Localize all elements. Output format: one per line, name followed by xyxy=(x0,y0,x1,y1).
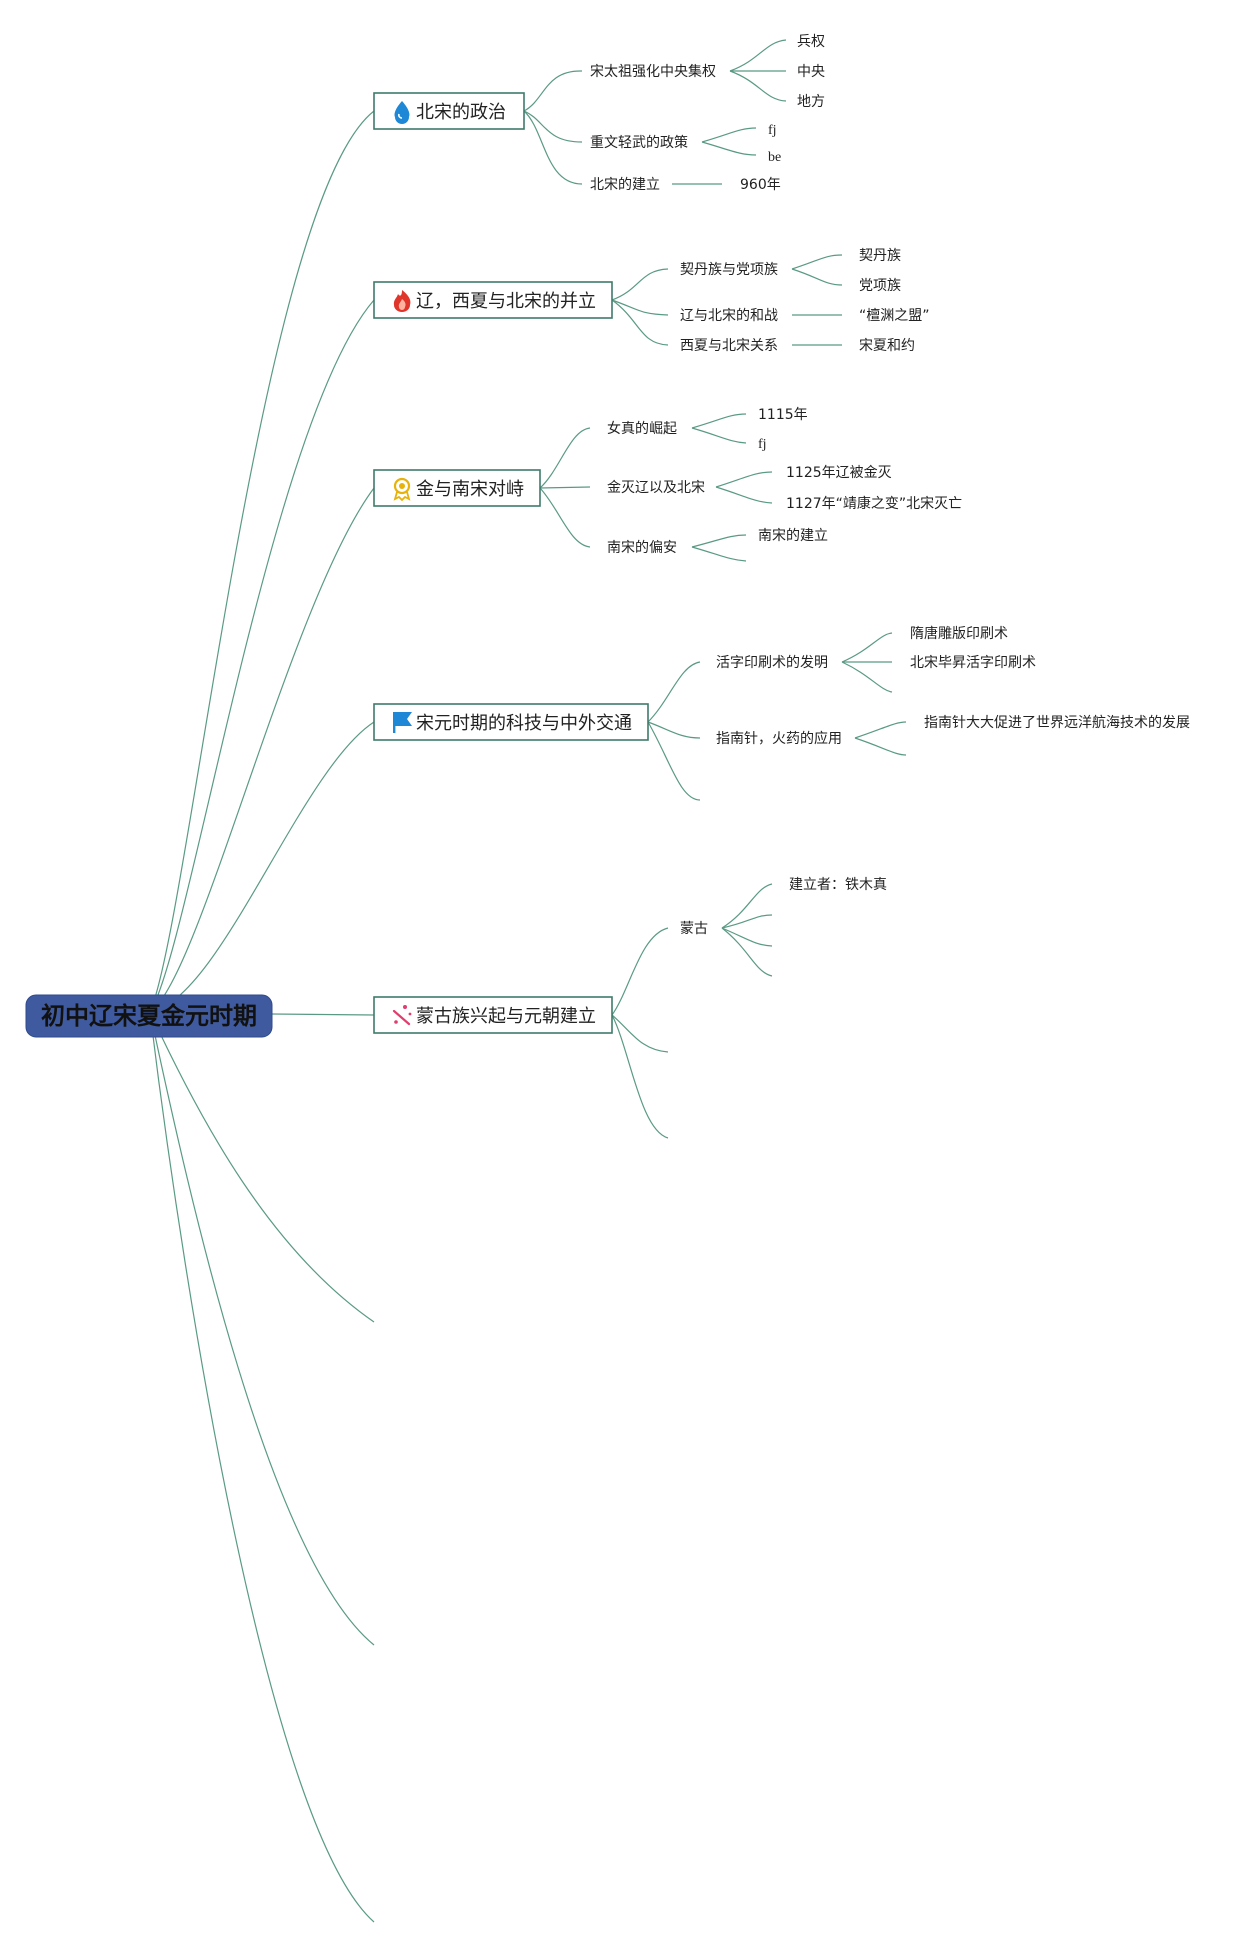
subtopic-node[interactable]: 辽与北宋的和战 xyxy=(680,308,778,324)
subtopic-label: 指南针，火药的应用 xyxy=(716,730,842,747)
topic-label: 北宋的政治 xyxy=(416,102,506,123)
subtopic-node[interactable]: 重文轻武的政策 xyxy=(590,134,688,151)
leaf-label: 960年 xyxy=(740,177,781,193)
subtopic-label: 契丹族与党项族 xyxy=(680,262,778,278)
leaf-node[interactable]: 地方 xyxy=(797,94,825,110)
leaf-node[interactable]: 960年 xyxy=(740,177,781,193)
leaf-node[interactable]: 中央 xyxy=(797,64,825,80)
subtopic-label: 宋太祖强化中央集权 xyxy=(590,63,716,80)
topic-label: 蒙古族兴起与元朝建立 xyxy=(416,1006,596,1027)
leaf-node[interactable]: 北宋毕昇活字印刷术 xyxy=(910,655,1036,671)
leaf-node[interactable]: 指南针大大促进了世界远洋航海技术的发展 xyxy=(924,715,1190,731)
leaf-label: 指南针大大促进了世界远洋航海技术的发展 xyxy=(924,715,1190,731)
root-node[interactable]: 初中辽宋夏金元时期 xyxy=(25,994,273,1038)
topic-label: 宋元时期的科技与中外交通 xyxy=(416,713,632,734)
leaf-label: 1127年“靖康之变”北宋灭亡 xyxy=(786,495,962,512)
subtopic-label: 活字印刷术的发明 xyxy=(716,655,828,671)
leaf-label: 建立者：铁木真 xyxy=(789,877,887,893)
topic-label: 辽，西夏与北宋的并立 xyxy=(416,291,596,312)
leaf-label: be xyxy=(768,150,781,165)
subtopic-node[interactable]: 女真的崛起 xyxy=(607,420,677,437)
leaf-node[interactable]: 党项族 xyxy=(859,278,901,294)
leaf-label: 1115年 xyxy=(758,407,808,423)
leaf-label: 南宋的建立 xyxy=(758,528,828,544)
leaf-node[interactable]: 兵权 xyxy=(797,34,825,50)
subtopic-label: 西夏与北宋关系 xyxy=(680,338,778,354)
subtopic-node[interactable]: 蒙古 xyxy=(680,921,708,937)
subtopic-node[interactable]: 契丹族与党项族 xyxy=(680,262,778,278)
leaf-label: 地方 xyxy=(797,94,825,110)
subtopic-label: 蒙古 xyxy=(680,921,708,937)
subtopic-label: 女真的崛起 xyxy=(607,420,677,437)
leaf-label: fj xyxy=(758,437,767,452)
subtopic-node[interactable]: 南宋的偏安 xyxy=(607,540,677,556)
leaf-label: 契丹族 xyxy=(859,248,901,264)
leaf-label: 党项族 xyxy=(859,278,901,294)
topic-node[interactable]: 宋元时期的科技与中外交通 xyxy=(373,703,649,741)
subtopic-label: 金灭辽以及北宋 xyxy=(607,480,705,496)
subtopic-node[interactable]: 活字印刷术的发明 xyxy=(716,655,828,671)
topic-node[interactable]: 蒙古族兴起与元朝建立 xyxy=(373,996,613,1034)
leaf-label: 宋夏和约 xyxy=(859,338,915,354)
leaf-label: 中央 xyxy=(797,64,825,80)
leaf-node[interactable]: 1127年“靖康之变”北宋灭亡 xyxy=(786,495,962,512)
flag-icon xyxy=(393,712,412,733)
subtopic-label: 北宋的建立 xyxy=(590,177,660,193)
connector-lines xyxy=(149,39,907,1923)
topic-node[interactable]: 金与南宋对峙 xyxy=(373,469,541,507)
root-node-label: 初中辽宋夏金元时期 xyxy=(41,1002,257,1030)
leaf-node[interactable]: fj xyxy=(758,437,767,452)
fire-icon xyxy=(393,290,411,312)
leaf-node[interactable]: 1125年辽被金灭 xyxy=(786,465,892,481)
subtopic-label: 南宋的偏安 xyxy=(607,540,677,556)
subtopic-node[interactable]: 北宋的建立 xyxy=(590,177,660,193)
water-drop-icon xyxy=(394,101,410,124)
subtopic-node[interactable]: 西夏与北宋关系 xyxy=(680,338,778,354)
subtopic-node[interactable]: 指南针，火药的应用 xyxy=(716,730,842,747)
award-medal-icon xyxy=(393,477,411,502)
leaf-label: 兵权 xyxy=(797,34,825,50)
subtopic-node[interactable]: 宋太祖强化中央集权 xyxy=(590,63,716,80)
topic-node[interactable]: 北宋的政治 xyxy=(373,92,525,130)
topic-node[interactable]: 辽，西夏与北宋的并立 xyxy=(373,281,613,319)
leaf-node[interactable]: 宋夏和约 xyxy=(859,338,915,354)
leaf-label: 1125年辽被金灭 xyxy=(786,465,892,481)
leaf-node[interactable]: fj xyxy=(768,123,777,138)
subtopic-label: 重文轻武的政策 xyxy=(590,134,688,151)
subtopic-label: 辽与北宋的和战 xyxy=(680,308,778,324)
leaf-label: 北宋毕昇活字印刷术 xyxy=(910,655,1036,671)
leaf-node[interactable]: 建立者：铁木真 xyxy=(789,877,887,893)
leaf-label: fj xyxy=(768,123,777,138)
leaf-label: “檀渊之盟” xyxy=(859,307,930,324)
topic-label: 金与南宋对峙 xyxy=(416,479,524,500)
leaf-node[interactable]: 南宋的建立 xyxy=(758,528,828,544)
leaf-node[interactable]: be xyxy=(768,150,781,165)
leaf-node[interactable]: 隋唐雕版印刷术 xyxy=(910,625,1008,642)
leaf-node[interactable]: 1115年 xyxy=(758,407,808,423)
leaf-node[interactable]: 契丹族 xyxy=(859,248,901,264)
subtopic-node[interactable]: 金灭辽以及北宋 xyxy=(607,480,705,496)
magic-wand-icon xyxy=(392,1005,412,1026)
leaf-label: 隋唐雕版印刷术 xyxy=(910,625,1008,642)
leaf-node[interactable]: “檀渊之盟” xyxy=(859,307,930,324)
